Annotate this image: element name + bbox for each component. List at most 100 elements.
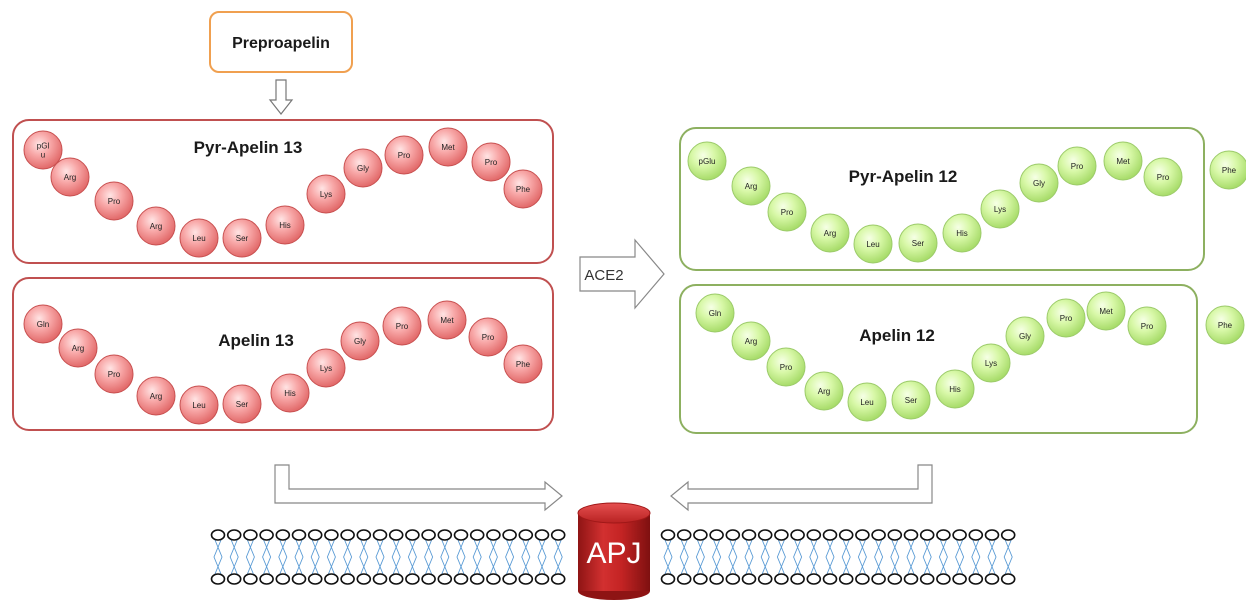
lipid-head — [871, 529, 886, 541]
residue-label: u — [41, 151, 45, 160]
right-binding-arrow — [670, 464, 933, 512]
lipid-tail — [424, 539, 434, 575]
residue-label: Leu — [866, 240, 879, 249]
cleaved-phe-apelin-12: Phe — [1205, 305, 1245, 345]
lipid-head — [437, 529, 453, 541]
residue-label: Pro — [1071, 162, 1084, 171]
lipid-head — [774, 529, 789, 541]
residue-gly — [340, 321, 380, 361]
residue-pglu — [687, 141, 727, 181]
lipid-head — [693, 529, 708, 541]
residue-lys — [980, 189, 1020, 229]
lipid-tail — [890, 539, 900, 575]
lipid-head — [919, 573, 935, 585]
lipid-tail — [488, 539, 498, 575]
residue-label: Pro — [485, 158, 498, 167]
lipid-head — [887, 573, 903, 585]
lipid-head — [741, 529, 757, 541]
residue-his — [265, 205, 305, 245]
lipid-head — [660, 529, 676, 541]
lipid-tail — [793, 539, 803, 575]
lipid-head — [709, 573, 724, 585]
lipid-head — [324, 529, 339, 541]
lipid-head — [356, 573, 372, 585]
lipid-head — [806, 573, 822, 585]
residue-pro — [767, 192, 807, 232]
residue-gly — [343, 148, 383, 188]
residue-arg — [136, 206, 176, 246]
lipid-head — [437, 573, 453, 585]
lipid-tail — [744, 539, 754, 575]
lipid-tail — [938, 539, 948, 575]
residue-pro — [1046, 298, 1086, 338]
residue-label: Ser — [236, 400, 249, 409]
residue-label: Lys — [320, 364, 332, 373]
lipid-tail — [825, 539, 835, 575]
lipid-tail — [695, 539, 705, 575]
lipid-tail — [857, 539, 867, 575]
lipid-tail — [359, 539, 369, 575]
lipid-tail — [521, 539, 531, 575]
residue-pro — [94, 181, 134, 221]
lipid-tail — [537, 539, 547, 575]
lipid-head — [1000, 529, 1016, 541]
lipid-head — [709, 529, 724, 541]
residue-label: Ser — [912, 239, 925, 248]
residue-label: Met — [440, 316, 454, 325]
residue-label: Phe — [516, 185, 531, 194]
residue-label: Phe — [516, 360, 531, 369]
lipid-head — [936, 529, 951, 541]
lipid-head — [806, 529, 822, 541]
lipid-tail — [728, 539, 738, 575]
residue-met — [1086, 291, 1126, 331]
lipid-head — [356, 529, 372, 541]
lipid-tail — [760, 539, 770, 575]
lipid-tail — [987, 539, 997, 575]
residue-met — [427, 300, 467, 340]
residue-label: Lys — [994, 205, 1006, 214]
lipid-tail — [809, 539, 819, 575]
residue-label: Ser — [236, 234, 249, 243]
lipid-tail — [712, 539, 722, 575]
residue-label: Pro — [396, 322, 409, 331]
lipid-tail — [375, 539, 385, 575]
lipid-head — [968, 529, 984, 541]
residue-label: Met — [1099, 307, 1113, 316]
lipid-tail — [440, 539, 450, 575]
residue-label: Gly — [357, 164, 369, 173]
residue-arg — [136, 376, 176, 416]
residue-label: Pro — [108, 197, 121, 206]
residue-pro — [471, 142, 511, 182]
lipid-head — [502, 573, 517, 585]
lipid-tail — [906, 539, 916, 575]
lipid-head — [822, 529, 838, 541]
residue-lys — [306, 348, 346, 388]
lipid-head — [291, 529, 307, 541]
lipid-tail — [245, 539, 255, 575]
cleaved-phe-pyr-apelin-12: Phe — [1209, 150, 1246, 190]
lipid-head — [518, 529, 534, 541]
residue-leu — [179, 385, 219, 425]
residue-his — [942, 213, 982, 253]
residue-label: Leu — [860, 398, 873, 407]
lipid-tail — [407, 539, 417, 575]
lipid-head — [693, 573, 708, 585]
lipid-head — [486, 573, 501, 585]
lipid-tail — [229, 539, 239, 575]
residue-arg — [731, 166, 771, 206]
residue-arg — [58, 328, 98, 368]
residue-label: pGlu — [699, 157, 716, 166]
lipid-head — [952, 529, 967, 541]
lipid-head — [243, 529, 258, 541]
left-binding-arrow — [274, 464, 563, 512]
lipid-head — [388, 529, 404, 541]
lipid-tail — [971, 539, 981, 575]
residue-label: Phe — [1222, 166, 1237, 175]
residue-label: Pro — [1157, 173, 1170, 182]
lipid-tail — [776, 539, 786, 575]
residue-label: Leu — [192, 401, 205, 410]
